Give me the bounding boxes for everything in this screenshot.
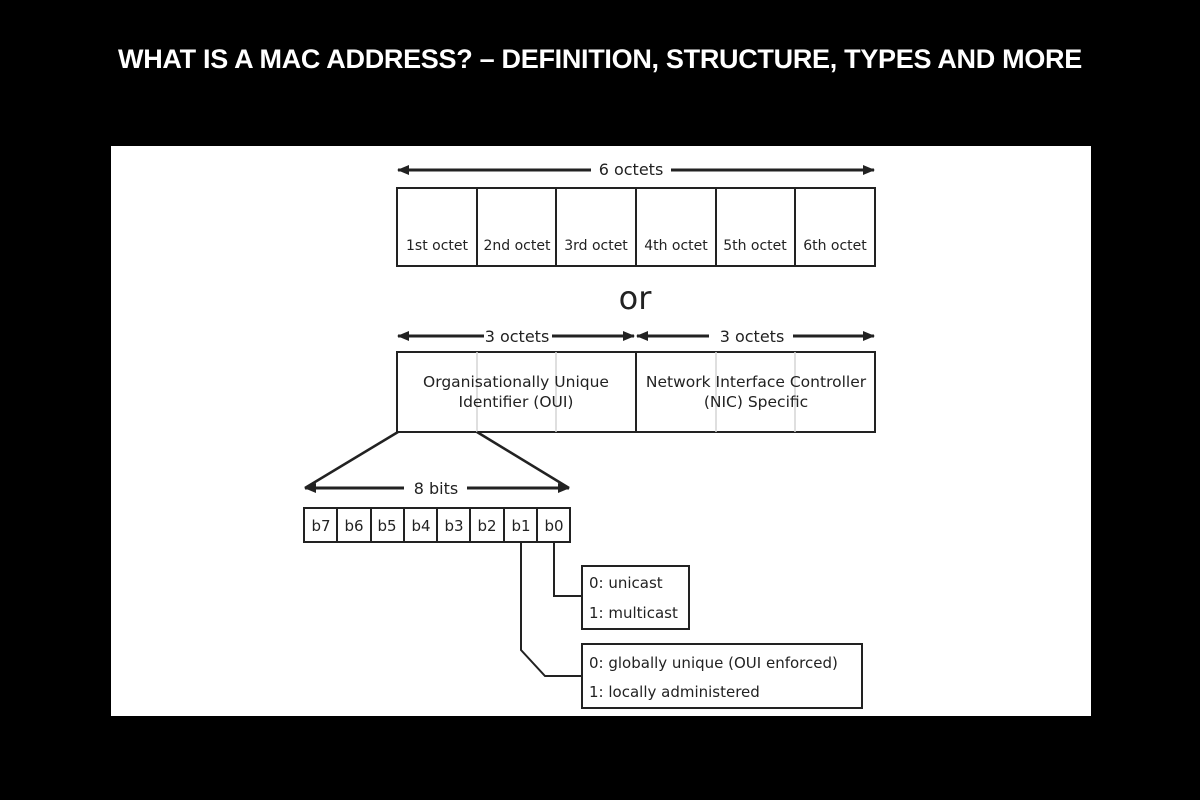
b0-meaning-line2: 1: multicast [589,604,678,622]
b1-meaning-line1: 0: globally unique (OUI enforced) [589,654,838,672]
zoom-line-left [304,430,399,490]
oui-span-label: 3 octets [485,327,550,346]
nic-label-line2: (NIC) Specific [704,393,808,411]
eight-bits-span: 8 bits [304,479,570,498]
bits-row: b7 b6 b5 b4 b3 b2 b1 b0 [303,507,571,543]
diagram-panel: 6 octets 1st octet 2nd octet 3rd octet 4… [111,146,1091,716]
oui-label-line2: Identifier (OUI) [459,393,574,411]
octet-label: 6th octet [803,238,867,254]
bit-label: b0 [544,517,563,535]
oui-nic-row: Organisationally Unique Identifier (OUI)… [396,351,876,433]
bit-label: b4 [411,517,430,535]
b1-connector [520,542,582,677]
six-octets-span: 6 octets [397,160,875,179]
octet-label: 1st octet [406,238,469,254]
octet-label: 2nd octet [484,238,551,254]
bit-label: b6 [344,517,363,535]
oui-span: 3 octets [397,327,635,346]
bit-label: b5 [377,517,396,535]
bit-label: b3 [444,517,463,535]
b1-meaning-box: 0: globally unique (OUI enforced) 1: loc… [581,643,863,709]
b0-meaning-line1: 0: unicast [589,574,663,592]
zoom-line-right [476,430,570,490]
octet-label: 5th octet [723,238,787,254]
b0-meaning-frame [581,565,690,630]
or-separator: or [619,279,653,317]
bit-label: b1 [511,517,530,535]
b0-meaning-box: 0: unicast 1: multicast [581,565,690,630]
bit-label: b7 [311,517,330,535]
nic-span: 3 octets [636,327,875,346]
mac-address-diagram: 6 octets 1st octet 2nd octet 3rd octet 4… [303,160,876,709]
octet-row: 1st octet 2nd octet 3rd octet 4th octet … [396,187,876,267]
page-title: WHAT IS A MAC ADDRESS? – DEFINITION, STR… [118,44,1082,74]
octet-label: 4th octet [644,238,708,254]
bit-label: b2 [477,517,496,535]
b0-connector [553,542,582,597]
b1-meaning-frame [581,643,863,709]
nic-label-line1: Network Interface Controller [646,373,867,391]
b1-meaning-line2: 1: locally administered [589,683,760,701]
six-octets-label: 6 octets [599,160,664,179]
bits-span-label: 8 bits [414,479,458,498]
oui-label-line1: Organisationally Unique [423,373,609,391]
octet-label: 3rd octet [564,238,628,254]
nic-span-label: 3 octets [720,327,785,346]
